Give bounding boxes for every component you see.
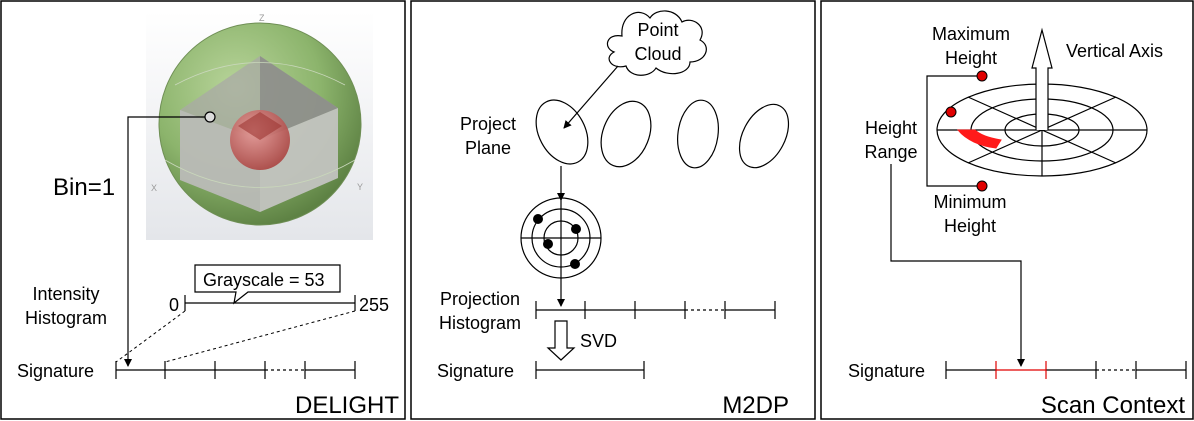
max-height-label-2: Height xyxy=(945,48,997,68)
delight-histogram-label-2: Histogram xyxy=(25,308,107,328)
delight-grayscale-label: Grayscale = 53 xyxy=(203,270,325,290)
delight-title: DELIGHT xyxy=(295,392,399,419)
delight-grayscale-callout xyxy=(194,264,341,305)
min-height-label-2: Height xyxy=(944,216,996,236)
m2dp-cloud-label-2: Cloud xyxy=(634,44,681,64)
m2dp-panel-border xyxy=(410,0,816,420)
delight-axis-z: Z xyxy=(259,13,265,23)
m2dp-plane-label-1: Project xyxy=(460,114,516,134)
delight-histogram-label-1: Intensity xyxy=(32,284,99,304)
point-cloud-shape xyxy=(606,10,707,76)
m2dp-svd-label: SVD xyxy=(580,331,617,351)
height-range-bracket xyxy=(926,75,982,187)
delight-panel-border xyxy=(0,0,406,420)
delight-bin-marker xyxy=(204,111,216,123)
m2dp-histogram-label-1: Projection xyxy=(440,289,520,309)
delight-axis-x: X xyxy=(151,183,157,193)
vertical-axis-label: Vertical Axis xyxy=(1066,41,1163,61)
m2dp-panel: Point Cloud Project Plane Projecti xyxy=(410,0,816,420)
delight-bin-arrow xyxy=(124,116,205,367)
delight-projection-left xyxy=(115,310,186,363)
scan-context-panel-border xyxy=(820,0,1194,420)
m2dp-polar-grid xyxy=(520,197,602,279)
m2dp-svd-arrow xyxy=(546,320,576,361)
scan-context-title: Scan Context xyxy=(1041,392,1185,419)
projection-plane-4 xyxy=(738,103,790,169)
delight-range-min: 0 xyxy=(169,295,179,315)
delight-axis-y: Y xyxy=(357,182,363,192)
delight-bin-label: Bin=1 xyxy=(53,174,115,201)
delight-projection-right xyxy=(164,310,356,363)
height-range-label-1: Height xyxy=(865,118,917,138)
max-height-marker xyxy=(976,70,988,82)
delight-signature-label: Signature xyxy=(17,361,94,381)
m2dp-projected-points xyxy=(533,214,581,269)
delight-panel: Z X Y Bin=1 Intensity Histogram Grayscal… xyxy=(0,0,406,420)
delight-range-max: 255 xyxy=(359,295,389,315)
scan-context-signature-arrow xyxy=(890,164,1025,367)
projection-plane-2 xyxy=(600,100,652,168)
m2dp-signature-bar xyxy=(535,361,645,379)
height-point-marker xyxy=(945,106,957,118)
min-height-marker xyxy=(976,180,988,192)
height-range-label-2: Range xyxy=(864,142,917,162)
m2dp-histogram-label-2: Histogram xyxy=(439,313,521,333)
scan-context-signature-bar xyxy=(945,361,1187,379)
delight-sphere-image: Z X Y xyxy=(146,11,373,240)
vertical-axis-arrow xyxy=(1031,27,1053,130)
m2dp-plane-label-2: Plane xyxy=(465,138,511,158)
m2dp-histogram-bar xyxy=(535,301,776,319)
delight-signature-bar xyxy=(115,361,356,379)
m2dp-cloud-arrow xyxy=(563,65,619,129)
projection-plane-3 xyxy=(677,99,719,169)
scan-context-signature-label: Signature xyxy=(848,361,925,381)
m2dp-cloud-label-1: Point xyxy=(637,20,678,40)
scan-context-panel: Vertical Axis Maximum Height Height Rang… xyxy=(820,0,1194,420)
min-height-label-1: Minimum xyxy=(933,192,1006,212)
scan-context-highlighted-bin xyxy=(956,129,1002,149)
projection-plane-1 xyxy=(535,99,589,165)
m2dp-title: M2DP xyxy=(722,392,789,419)
max-height-label-1: Maximum xyxy=(932,24,1010,44)
m2dp-signature-label: Signature xyxy=(437,361,514,381)
